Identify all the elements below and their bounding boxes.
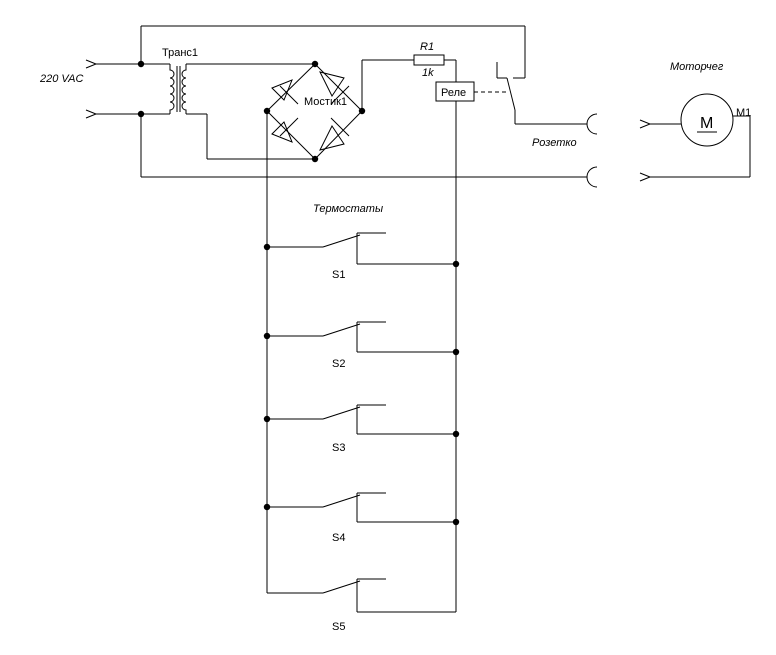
socket-label: Розетко — [532, 137, 577, 149]
bridge-label: Мостик1 — [304, 96, 347, 108]
resistor-r1 — [413, 54, 457, 82]
motor — [650, 93, 751, 178]
motor-symbol: M — [700, 115, 713, 132]
thermostat-s5 — [267, 578, 456, 613]
motor-title: Моторчег — [670, 61, 724, 73]
thermostat-s3 — [263, 404, 460, 438]
bridge-rectifier — [263, 59, 414, 593]
thermostat-s4 — [263, 492, 460, 526]
thermostats-label: Термостаты — [313, 203, 383, 215]
thermostat-s1 — [263, 232, 460, 268]
motor-ref-label: M1 — [736, 107, 751, 119]
transformer — [169, 63, 315, 160]
switch-label: S4 — [332, 532, 345, 544]
mains-input — [85, 25, 585, 178]
switch-label: S5 — [332, 621, 345, 633]
relay-contact — [496, 62, 585, 125]
thermostat-s2 — [263, 321, 460, 356]
transformer-label: Транс1 — [162, 47, 198, 59]
resistor-name-label: R1 — [420, 41, 434, 53]
switch-label: S1 — [332, 269, 345, 281]
socket — [585, 113, 652, 188]
supply-label: 220 VAC — [39, 73, 83, 85]
switch-label: S2 — [332, 358, 345, 370]
switch-label: S3 — [332, 442, 345, 454]
resistor-value-label: 1k — [422, 67, 434, 79]
relay-label: Реле — [441, 87, 466, 99]
relay-coil — [435, 81, 508, 612]
